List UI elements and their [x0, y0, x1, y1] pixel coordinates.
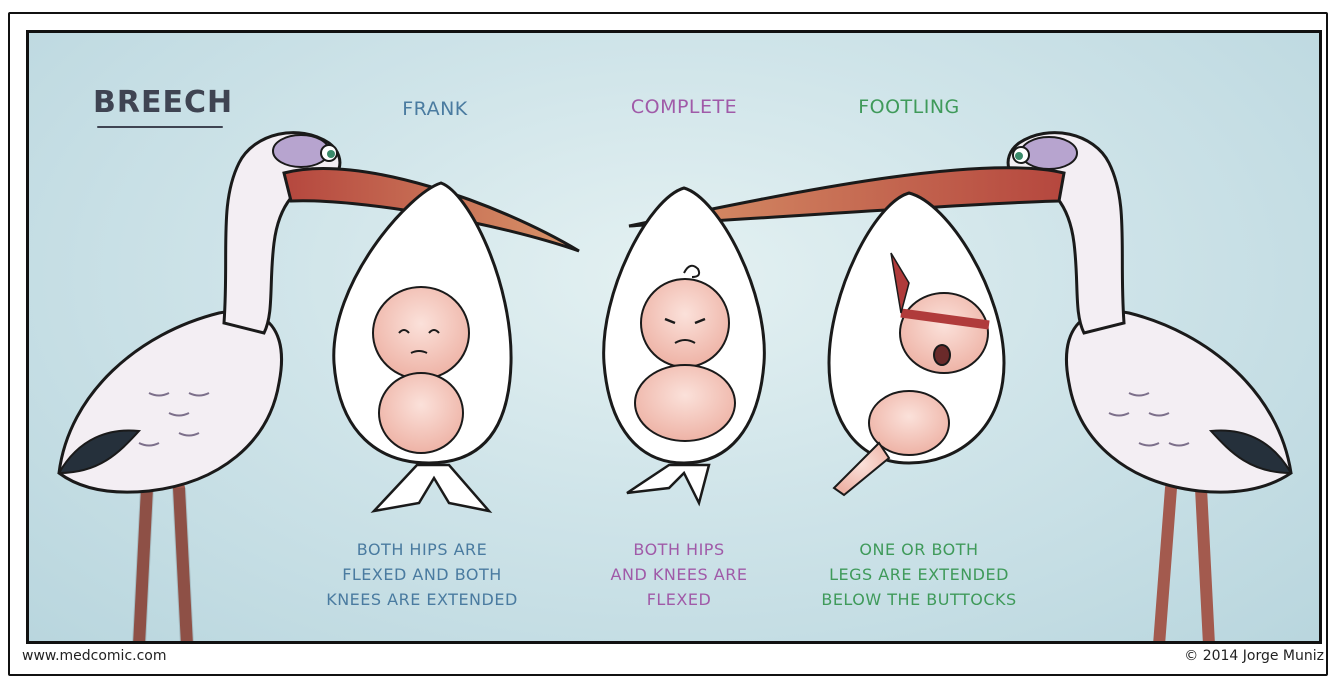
stork-right: [628, 131, 1293, 641]
footling-description: ONE OR BOTH LEGS ARE EXTENDED BELOW THE …: [799, 537, 1039, 612]
bundle-complete: [602, 186, 766, 507]
frank-desc-line: BOTH HIPS ARE: [356, 540, 488, 559]
comic-panel: BREECH FRANK COMPLETE FOOTLING BOTH HIPS…: [26, 30, 1322, 644]
frank-desc-line: KNEES ARE EXTENDED: [326, 590, 518, 609]
complete-desc-line: FLEXED: [646, 590, 712, 609]
frank-heading: FRANK: [402, 98, 468, 120]
complete-description: BOTH HIPS AND KNEES ARE FLEXED: [589, 537, 769, 612]
title-underline: [97, 126, 223, 128]
bundle-frank: [332, 181, 513, 513]
footling-heading: FOOTLING: [858, 96, 960, 118]
footling-desc-line: LEGS ARE EXTENDED: [829, 565, 1009, 584]
frank-desc-line: FLEXED AND BOTH: [342, 565, 502, 584]
frank-description: BOTH HIPS ARE FLEXED AND BOTH KNEES ARE …: [307, 537, 537, 612]
illustration: [57, 131, 1293, 641]
footling-desc-line: ONE OR BOTH: [859, 540, 979, 559]
complete-desc-line: AND KNEES ARE: [610, 565, 748, 584]
copyright-text: © 2014 Jorge Muniz: [1184, 648, 1324, 664]
bundle-footling: [827, 191, 1006, 497]
footling-desc-line: BELOW THE BUTTOCKS: [821, 590, 1017, 609]
complete-desc-line: BOTH HIPS: [633, 540, 725, 559]
complete-heading: COMPLETE: [630, 96, 738, 118]
website-link[interactable]: www.medcomic.com: [22, 648, 167, 664]
page-title: BREECH: [93, 85, 234, 120]
